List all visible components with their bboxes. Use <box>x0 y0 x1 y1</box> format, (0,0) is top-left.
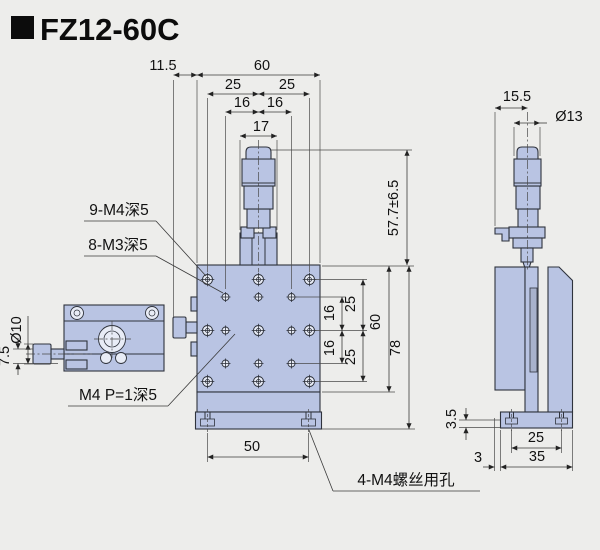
dim-text-60-side: 60 <box>368 314 384 330</box>
front-clamp-tab-top <box>190 296 198 312</box>
dim-m3-span-16: 16 16 <box>225 95 292 289</box>
front-lock-tab-right <box>262 226 277 239</box>
front-knob-shaft <box>185 321 198 334</box>
right-column <box>547 266 574 413</box>
right-base-flange <box>499 411 574 429</box>
dim-base-width-35: 35 <box>500 430 573 471</box>
dim-text-7-5: 7.5 <box>0 346 13 366</box>
dim-text-v16-bottom: 16 <box>322 340 338 356</box>
dim-text-v16-top: 16 <box>322 305 338 321</box>
front-knob-head <box>172 316 187 339</box>
dim-text-57-7: 57.7±6.5 <box>386 180 402 236</box>
left-clamp-bottom <box>65 359 88 370</box>
right-base-slots <box>505 409 568 431</box>
dim-text-15-5: 15.5 <box>503 89 531 105</box>
dim-text-60-top: 60 <box>254 58 270 74</box>
dim-slot-span-50: 50 <box>207 433 309 462</box>
dim-edge-offset-3: 3 <box>474 418 501 471</box>
dim-stage-height: 60 <box>322 266 395 393</box>
right-micrometer <box>494 146 546 269</box>
label-8-m3: 8-M3深5 <box>84 236 224 294</box>
dim-total-height: 78 <box>322 266 415 430</box>
label-text-9-m4: 9-M4深5 <box>89 201 148 219</box>
dim-text-3-5: 3.5 <box>444 409 460 429</box>
dim-text-25r: 25 <box>528 430 544 446</box>
title-block: FZ12-60C <box>11 12 180 47</box>
right-carriage-plate <box>494 266 526 391</box>
dim-text-50: 50 <box>244 439 260 455</box>
dim-thimble-dia-13: Ø13 <box>513 109 583 156</box>
dim-text-78: 78 <box>388 340 404 356</box>
right-view <box>494 112 574 431</box>
dim-side-16: 16 16 <box>296 296 367 364</box>
front-lock-tab-left <box>240 226 255 239</box>
front-base-slots <box>200 409 316 432</box>
dim-knob-offset: 11.5 <box>149 58 198 317</box>
label-text-4-m4: 4-M4螺丝用孔 <box>357 471 455 489</box>
front-base-flange <box>194 411 323 430</box>
dim-stage-width: 60 <box>196 58 321 263</box>
dim-travel-height: 57.7±6.5 <box>271 149 412 265</box>
front-clamp-tab-bottom <box>190 341 198 357</box>
dim-text-35: 35 <box>529 449 545 465</box>
label-4-m4: 4-M4螺丝用孔 <box>308 429 480 492</box>
dim-hole-span-25: 25 25 <box>207 77 310 272</box>
label-m4-center: M4 P=1深5 <box>68 333 236 407</box>
dim-axis-offset-7-5: 7.5 <box>0 338 58 375</box>
dim-text-o13: Ø13 <box>555 109 582 125</box>
dim-text-25-left: 25 <box>225 77 241 93</box>
dim-block-width: 17 <box>239 119 278 230</box>
front-side-knob <box>172 296 198 357</box>
left-view <box>26 304 165 372</box>
dim-side-25: 25 25 <box>315 279 367 382</box>
dim-text-v25-bottom: 25 <box>343 349 359 365</box>
dim-text-o10: Ø10 <box>9 316 25 343</box>
dim-text-3: 3 <box>474 450 482 466</box>
left-clamp-top <box>65 340 88 351</box>
dim-text-25-right: 25 <box>279 77 295 93</box>
label-text-8-m3: 8-M3深5 <box>88 236 147 254</box>
front-base-block <box>196 391 321 413</box>
dim-text-v25-top: 25 <box>343 296 359 312</box>
dim-text-16-left: 16 <box>234 95 250 111</box>
dim-slot-span-25r: 25 <box>511 430 562 453</box>
label-9-m4: 9-M4深5 <box>84 201 207 277</box>
dim-text-11-5: 11.5 <box>149 58 176 74</box>
right-lock-arm <box>494 227 510 242</box>
dim-lip-3-5: 3.5 <box>444 408 500 440</box>
dim-text-17: 17 <box>253 119 269 135</box>
title-square-icon <box>11 16 34 39</box>
label-text-m4-center: M4 P=1深5 <box>79 386 157 404</box>
page-title: FZ12-60C <box>40 12 180 47</box>
right-guide-slot <box>529 287 538 373</box>
front-view <box>172 140 323 432</box>
dim-axis-offset-15-5: 15.5 <box>494 89 531 226</box>
dim-knob-dia-10: Ø10 <box>9 316 33 365</box>
dim-text-16-right: 16 <box>267 95 283 111</box>
